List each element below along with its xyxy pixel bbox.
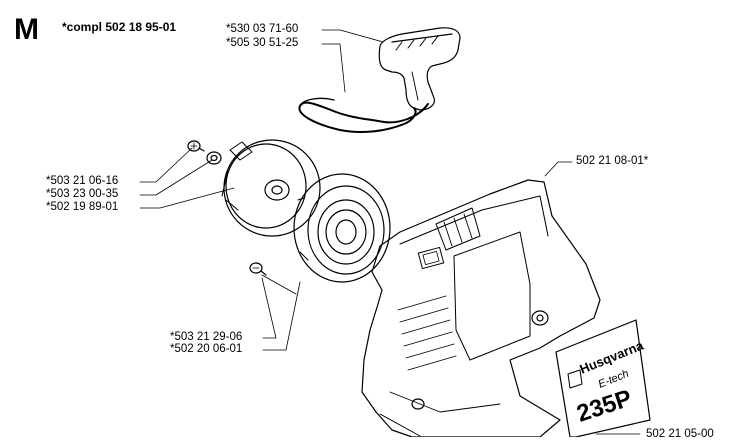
spring-housing bbox=[293, 173, 391, 283]
part-number-handle-2: *505 30 51-25 bbox=[226, 37, 299, 49]
rope-pulley bbox=[221, 139, 321, 237]
part-number-screw-top: *503 21 06-16 bbox=[46, 175, 119, 187]
part-number-spring: *502 20 06-01 bbox=[170, 343, 243, 355]
decal-plate bbox=[555, 319, 651, 437]
decal-brand: Husqvarna bbox=[578, 337, 647, 376]
part-number-handle-1: *530 03 71-60 bbox=[226, 23, 299, 35]
part-number-screw-bottom: *503 21 29-06 bbox=[170, 331, 243, 343]
leader-lines bbox=[139, 29, 641, 435]
section-letter: M bbox=[14, 13, 39, 46]
starter-cover bbox=[361, 179, 601, 437]
part-number-cover: 502 21 08-01* bbox=[576, 155, 649, 167]
screw-top bbox=[187, 140, 205, 152]
part-number-washer: *503 23 00-35 bbox=[46, 188, 119, 200]
screw-bottom bbox=[249, 262, 267, 276]
part-number-pulley: *502 19 89-01 bbox=[46, 201, 119, 213]
decal-model: 235P bbox=[574, 385, 636, 428]
assembly-label: *compl 502 18 95-01 bbox=[62, 20, 177, 34]
washer bbox=[206, 151, 222, 165]
starter-rope bbox=[298, 97, 429, 133]
starter-handle bbox=[378, 27, 461, 111]
part-number-decal: 502 21 05-00 bbox=[646, 428, 714, 440]
